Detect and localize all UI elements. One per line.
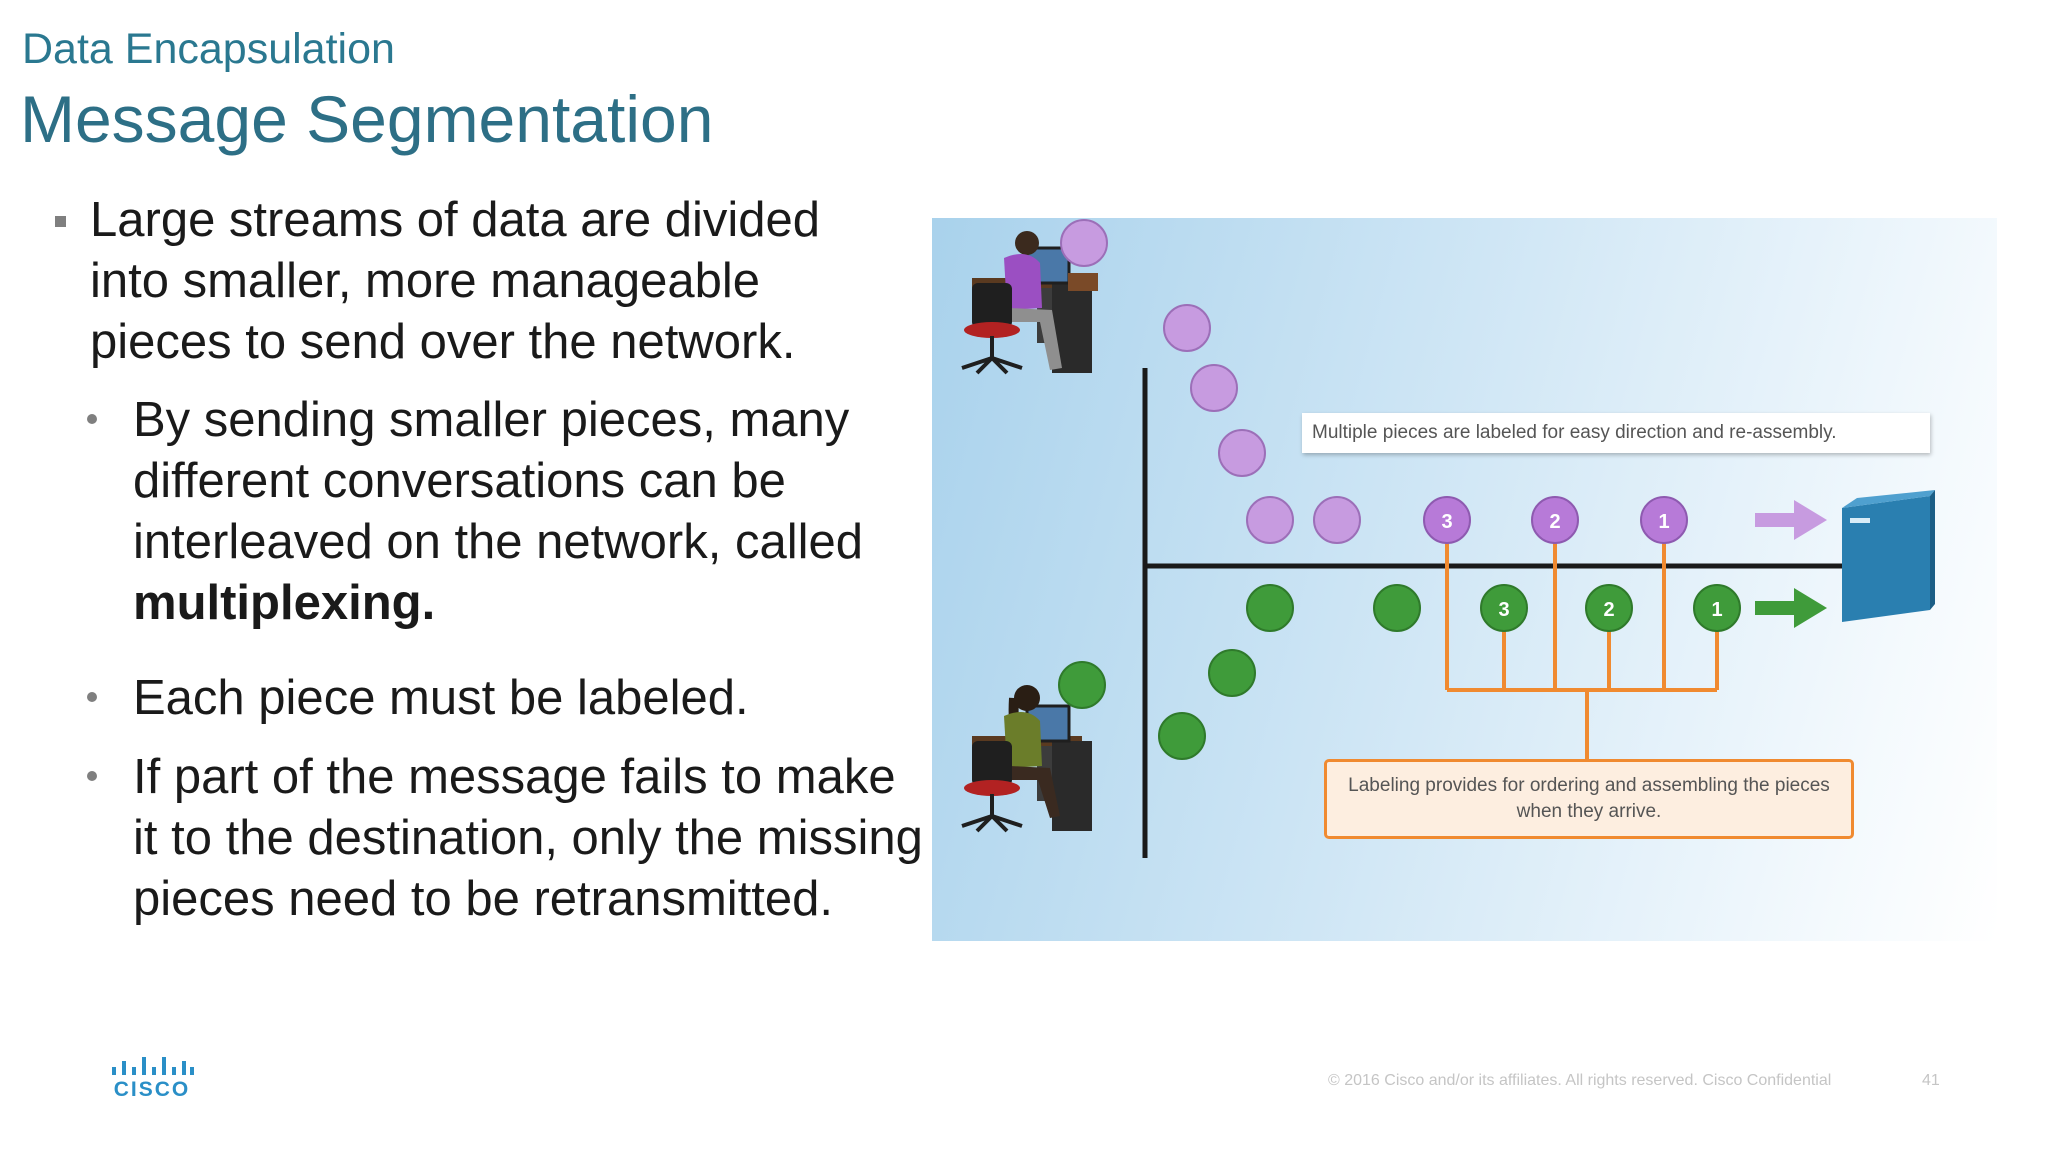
segmentation-figure: 3 2 1 3 2 1 Multiple pieces a [932, 218, 1997, 941]
network-diagram: 3 2 1 3 2 1 [961, 219, 1935, 858]
bullet-main: Large streams of data are divided into s… [90, 193, 820, 369]
square-bullet-icon [55, 216, 66, 227]
green-arrow-icon [1755, 588, 1827, 628]
bullet-multiplexing: By sending smaller pieces, many differen… [133, 390, 933, 634]
page-number: 41 [1922, 1072, 1940, 1089]
purple-labeled-packets: 3 2 1 [1423, 496, 1688, 544]
cisco-logo-text: CISCO [113, 1078, 191, 1101]
cisco-logo: CISCO [110, 1055, 194, 1101]
packet-label: 1 [1658, 511, 1669, 533]
packet-label: 3 [1441, 511, 1452, 533]
bullet-retransmit: If part of the message fails to make it … [133, 750, 923, 926]
server-icon [1842, 490, 1935, 622]
bullet-labeling: Each piece must be labeled. [133, 671, 749, 725]
purple-arrow-icon [1755, 500, 1827, 540]
packet-label: 1 [1711, 599, 1722, 621]
user-purple-icon [961, 231, 1098, 375]
callout-labeling: Labeling provides for ordering and assem… [1324, 759, 1854, 839]
label-connectors [1445, 543, 1719, 759]
dot-bullet-icon [87, 771, 97, 781]
green-labeled-packets: 3 2 1 [1480, 584, 1741, 632]
section-title: Data Encapsulation [22, 25, 395, 73]
packet-label: 2 [1603, 599, 1614, 621]
dot-bullet-icon [87, 692, 97, 702]
cisco-bars-icon [112, 1057, 194, 1075]
slide-title: Message Segmentation [20, 82, 714, 156]
green-packets [1058, 584, 1421, 760]
bullet-multiplexing-term: multiplexing. [133, 576, 436, 630]
bullet-multiplexing-text: By sending smaller pieces, many differen… [133, 393, 863, 569]
dot-bullet-icon [87, 414, 97, 424]
user-green-icon [961, 685, 1092, 833]
packet-label: 2 [1549, 511, 1560, 533]
copyright-text: © 2016 Cisco and/or its affiliates. All … [1328, 1072, 1832, 1089]
callout-labeled-pieces: Multiple pieces are labeled for easy dir… [1302, 413, 1930, 453]
purple-packets [1060, 219, 1361, 544]
packet-label: 3 [1498, 599, 1509, 621]
